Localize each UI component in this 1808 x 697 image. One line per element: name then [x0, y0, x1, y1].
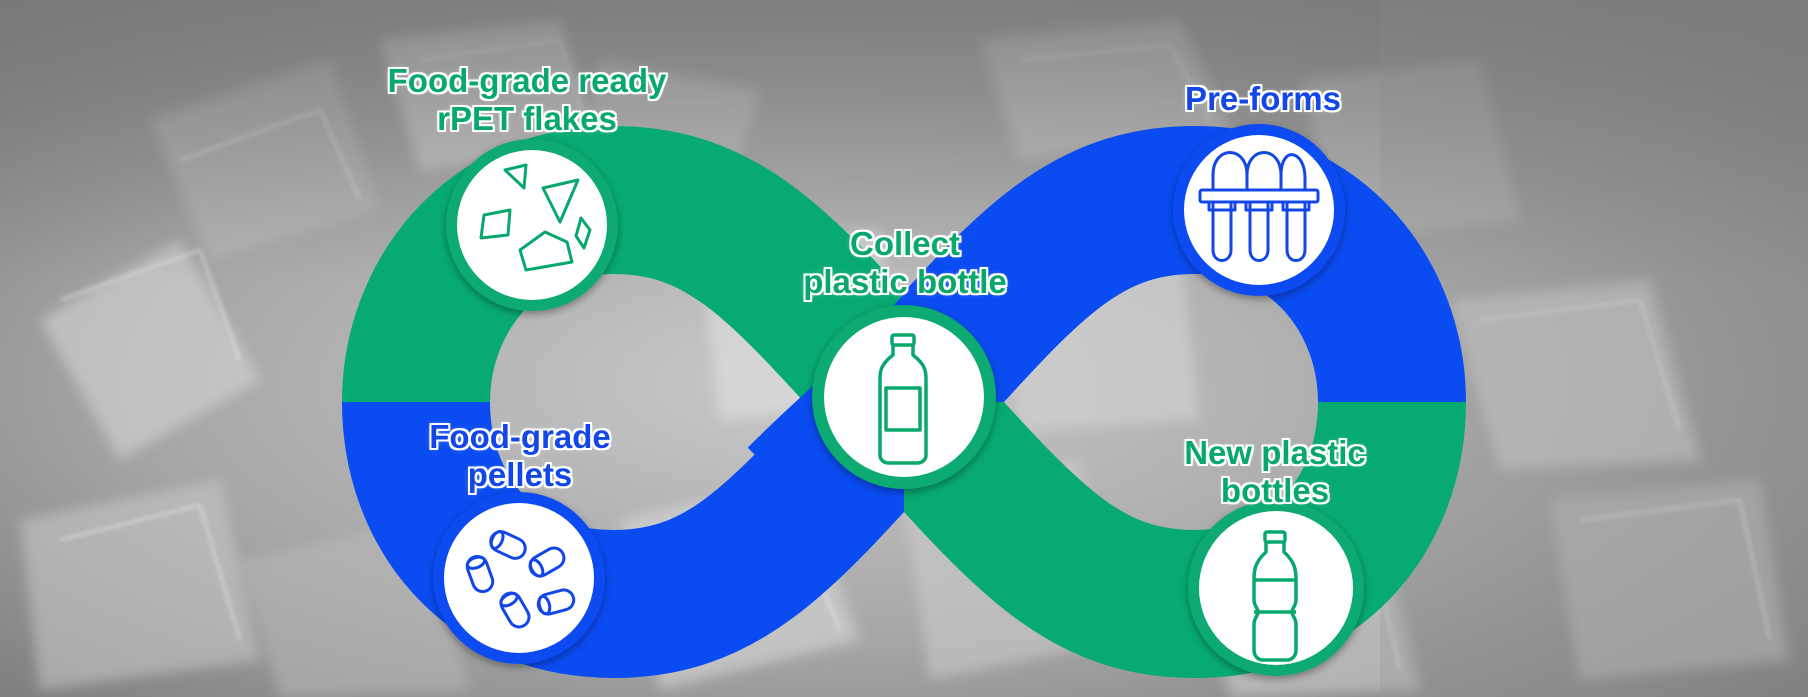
flakes-label-line2: rPET flakes [437, 99, 618, 137]
preforms-icon [1198, 151, 1320, 262]
new-bottles-label: New plastic bottles [1184, 433, 1367, 510]
preforms-label: Pre-forms [1184, 79, 1341, 118]
flakes-label-line1: Food-grade ready [387, 61, 667, 99]
pellets-node [433, 492, 605, 664]
new-bottles-node [1188, 500, 1364, 676]
collect-label: Collect plastic bottle [803, 224, 1008, 301]
bottle-icon [878, 333, 928, 465]
collect-label-line1: Collect [849, 224, 961, 262]
loop-crossing [747, 294, 904, 553]
flakes-label: Food-grade ready rPET flakes [387, 61, 667, 138]
collect-label-line2: plastic bottle [803, 262, 1008, 300]
new-bottles-label-line1: New plastic [1184, 433, 1367, 471]
pellets-label-line1: Food-grade [429, 417, 612, 455]
new-bottle-icon [1252, 530, 1298, 662]
new-bottles-label-line2: bottles [1220, 471, 1330, 509]
collect-node [812, 305, 996, 489]
pellets-label: Food-grade pellets [429, 417, 612, 494]
preforms-label-line1: Pre-forms [1184, 79, 1341, 117]
flakes-icon [479, 163, 592, 272]
flakes-node [446, 139, 618, 311]
pellets-icon [465, 530, 576, 629]
pellets-label-line2: pellets [467, 455, 573, 493]
